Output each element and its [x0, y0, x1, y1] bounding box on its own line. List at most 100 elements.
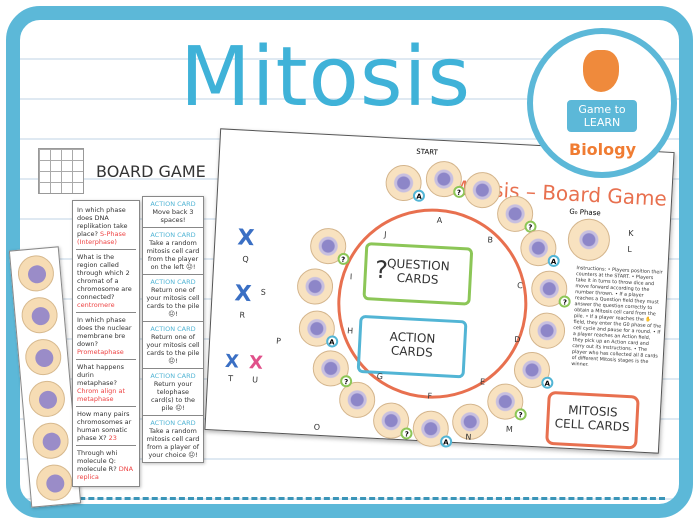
pointer-label: L: [627, 244, 633, 255]
action-card-text: Return one of your mitosis cell cards to…: [146, 286, 200, 318]
action-card-text: Return your telophase card(s) to the pil…: [150, 380, 196, 412]
question-text: In which phase does the nuclear membrane…: [77, 316, 132, 348]
question-field-badge: ?: [514, 407, 527, 421]
board-cell-space[interactable]: [463, 171, 502, 209]
stage-label: E: [479, 377, 486, 387]
question-field-badge: ?: [400, 427, 414, 441]
logo-subject: Biology: [569, 140, 637, 159]
question-card: How many pairs chromosomes ar human soma…: [76, 407, 136, 446]
cell-image: [20, 295, 60, 335]
action-card-text: Return one of your mitosis cell cards to…: [146, 333, 200, 365]
board-cell-space[interactable]: [528, 311, 567, 350]
action-card-header: ACTION CARD: [150, 419, 196, 427]
question-card: Through whi molecule Q: molecule R? DNA …: [76, 446, 136, 484]
cell-image: [23, 337, 63, 377]
question-text: What is the region called through which …: [77, 253, 132, 301]
question-text: In which phase does DNA replikation take…: [77, 206, 128, 238]
question-cards: In which phase does DNA replikation take…: [72, 200, 140, 487]
answer-text: 23: [108, 434, 117, 442]
action-field-badge: A: [325, 335, 339, 348]
pointer-label: U: [251, 375, 259, 385]
question-card: In which phase does the nuclear membrane…: [76, 313, 136, 360]
chromosome-icon: X: [236, 225, 256, 252]
cell-image: [31, 421, 71, 461]
answer-text: Prometaphase: [77, 348, 124, 356]
abox-line2: CARDS: [390, 343, 434, 360]
page-title: Mitosis: [180, 30, 472, 125]
dashed-divider: [34, 497, 665, 500]
logo-line1: Game to: [578, 103, 626, 116]
stage-label: H: [346, 326, 354, 336]
fox-icon: [583, 50, 619, 92]
answer-text: S-Phase (Interphase): [77, 230, 126, 246]
stage-label: G: [376, 372, 384, 382]
action-field-badge: A: [412, 189, 426, 202]
chromosome-icon: X: [224, 350, 240, 373]
action-card-header: ACTION CARD: [150, 325, 196, 333]
stage-label: B: [487, 235, 494, 245]
stage-label: F: [427, 391, 433, 401]
pointer-label: K: [628, 228, 634, 239]
chromosome-icon: X: [233, 281, 253, 308]
g0-phase-label: G₀ Phase: [569, 207, 601, 218]
stage-label: D: [514, 335, 521, 345]
action-card-header: ACTION CARD: [150, 278, 196, 286]
action-card-header: ACTION CARD: [150, 200, 196, 208]
action-card-header: ACTION CARD: [150, 372, 196, 380]
action-card-header: ACTION CARD: [150, 231, 196, 239]
pointer-label: T: [227, 374, 234, 384]
board-game-icon: [38, 148, 84, 194]
pointer-label: Q: [242, 254, 249, 264]
pointer-label: P: [275, 336, 282, 346]
answer-text: Chrom align at metaphase: [77, 387, 126, 403]
question-text: What happens durin metaphase?: [77, 363, 125, 387]
stage-label: I: [349, 272, 353, 282]
answer-text: DNA replica: [77, 465, 134, 481]
logo-line2: LEARN: [583, 116, 621, 129]
question-field-badge: ?: [558, 295, 572, 308]
g0-phase-cell[interactable]: [566, 217, 611, 262]
action-field-badge: A: [547, 254, 560, 268]
question-card: What happens durin metaphase? Chrom alig…: [76, 360, 136, 407]
action-card-text: Take a random mitosis cell card from the…: [146, 239, 200, 271]
pointer-label: N: [465, 432, 472, 442]
answer-text: centromere: [77, 301, 115, 309]
board-cell-space[interactable]: [337, 381, 376, 420]
instructions-text: Instructions: • Players position their c…: [571, 266, 663, 368]
question-mark-icon: ?: [374, 255, 389, 285]
stage-label: C: [516, 280, 523, 291]
question-text: How many pairs chromosomes ar human soma…: [77, 410, 132, 442]
question-text: Through whi molecule Q: molecule R?: [77, 449, 118, 473]
cell-image: [27, 379, 67, 419]
board-cell-space[interactable]: [296, 267, 335, 306]
pointer-label: O: [313, 422, 321, 432]
chromosome-icon: X: [248, 352, 264, 374]
pointer-label: M: [505, 424, 513, 435]
cell-image: [34, 463, 74, 503]
question-card: What is the region called through which …: [76, 250, 136, 313]
pointer-label: R: [239, 310, 246, 320]
action-card-text: Move back 3 spaces!: [152, 208, 194, 224]
stage-label: A: [436, 215, 443, 226]
action-field-badge: A: [541, 376, 554, 390]
qbox-line2: CARDS: [396, 270, 439, 287]
action-card-text: Take a random mitosis cell card from a p…: [146, 427, 200, 459]
question-card: In which phase does DNA replikation take…: [76, 203, 136, 250]
mbox-line2: CELL CARDS: [554, 416, 630, 435]
board-game-label: BOARD GAME: [96, 162, 206, 181]
question-field-badge: ?: [336, 252, 350, 266]
start-label: START: [416, 147, 439, 157]
pointer-label: S: [260, 287, 267, 297]
stage-label: J: [383, 229, 387, 239]
